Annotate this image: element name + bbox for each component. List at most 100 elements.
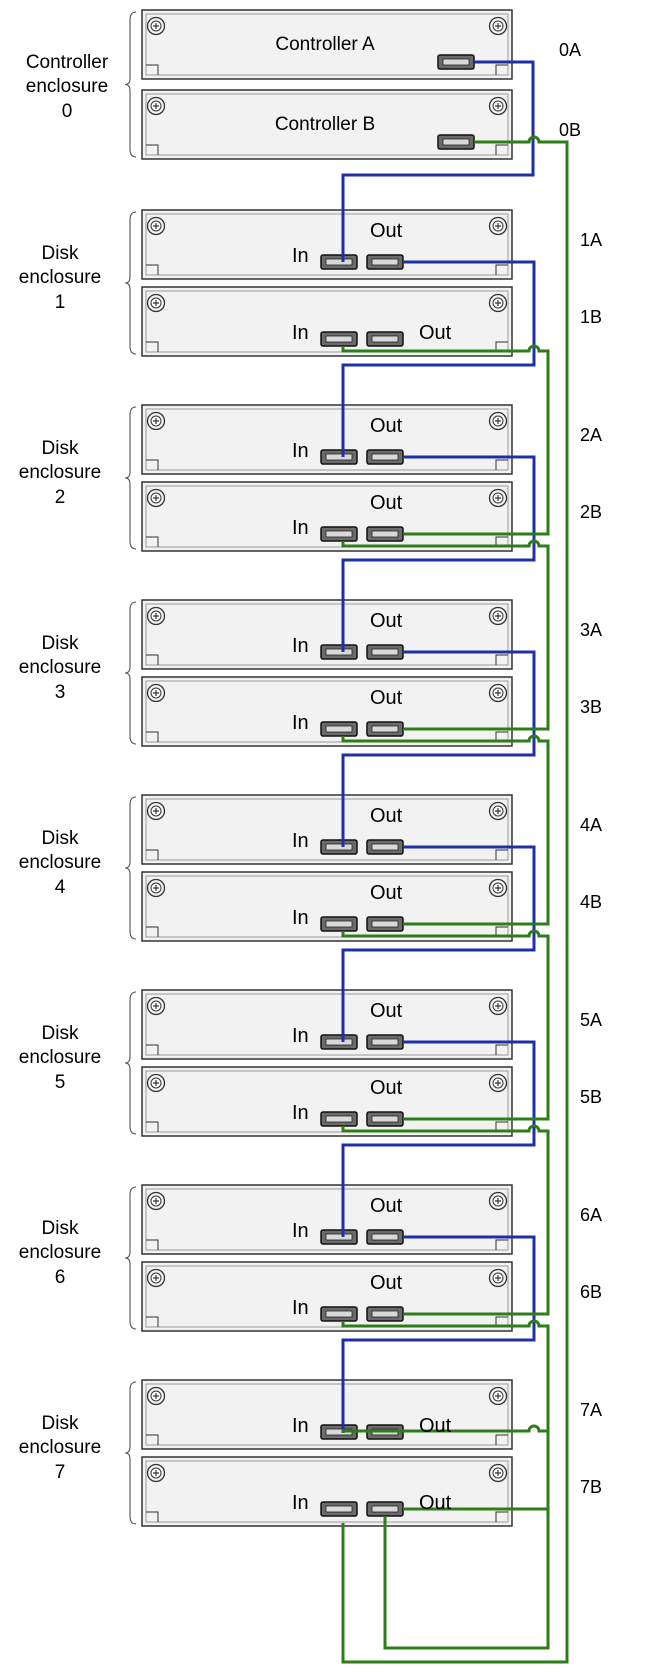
- enclosure-label-line: enclosure: [18, 1047, 102, 1068]
- screw-slot: [153, 223, 159, 229]
- disk-7-b-in-label: In: [292, 1492, 309, 1514]
- disk-7-brace: [124, 1381, 137, 1525]
- enclosure-number: 1: [54, 292, 66, 313]
- screw-slot: [153, 1470, 159, 1476]
- disk-1-a-out-port-socket: [371, 258, 399, 266]
- cable-b-disk-1-to-2: [341, 344, 550, 536]
- enclosure-label-line: Controller: [25, 52, 109, 73]
- enclosure-number: 2: [54, 487, 66, 508]
- disk-1-b-in-port-socket: [325, 335, 353, 343]
- disk-4-b-out-label: Out: [370, 882, 403, 904]
- screw-slot: [153, 495, 159, 501]
- disk-6-a-in-port-socket: [325, 1233, 353, 1241]
- disk-2-b-in-label: In: [292, 517, 309, 539]
- disk-2-brace: [124, 406, 137, 550]
- port-id-6b: 6B: [580, 1282, 603, 1302]
- disk-2-a-out-label: Out: [370, 415, 403, 437]
- cable-b-controller-main: [341, 135, 569, 1664]
- cable-a-disk-3-to-4: [341, 650, 536, 847]
- screw-slot: [495, 223, 501, 229]
- disk-6-brace: [124, 1186, 137, 1330]
- enclosure-label-line: enclosure: [18, 852, 102, 873]
- disk-5-a-in-label: In: [292, 1025, 309, 1047]
- disk-3-a-in-label: In: [292, 635, 309, 657]
- screw-slot: [153, 808, 159, 814]
- disk-7-b-in-port-socket: [325, 1505, 353, 1513]
- screw-slot: [153, 613, 159, 619]
- cable-b-disk-4-to-5: [341, 929, 550, 1121]
- screw-slot: [495, 1275, 501, 1281]
- enclosure-number: 4: [54, 877, 66, 898]
- port-id-2a: 2A: [580, 425, 603, 445]
- enclosure-number: 7: [54, 1462, 66, 1483]
- disk-3-a-out-port-socket: [371, 648, 399, 656]
- disk-7-label: Disk enclosure 7: [0, 1412, 124, 1485]
- disk-5-module-a: [141, 989, 513, 1060]
- enclosure-label-line: Disk: [41, 243, 79, 264]
- enclosure-label-line: enclosure: [18, 657, 102, 678]
- port-id-4a: 4A: [580, 815, 603, 835]
- disk-2-a-in-port-socket: [325, 453, 353, 461]
- screw-slot: [153, 1003, 159, 1009]
- controller-a-title: Controller A: [275, 34, 375, 55]
- disk-6-a-out-port-socket: [371, 1233, 399, 1241]
- enclosure-label-line: enclosure: [18, 1437, 102, 1458]
- disk-4-b-out-port-socket: [371, 920, 399, 928]
- screw-slot: [153, 690, 159, 696]
- screw-slot: [495, 1080, 501, 1086]
- disk-3-b-in-port-socket: [325, 725, 353, 733]
- enclosure-label-line: Disk: [41, 633, 79, 654]
- screw-slot: [495, 103, 501, 109]
- enclosure-number: 0: [61, 101, 73, 122]
- screw-slot: [495, 1003, 501, 1009]
- disk-2-b-in-port-socket: [325, 530, 353, 538]
- disk-3-a-out-label: Out: [370, 610, 403, 632]
- port-id-3a: 3A: [580, 620, 603, 640]
- port-id-6a: 6A: [580, 1205, 603, 1225]
- disk-1-b-out-port-socket: [371, 335, 399, 343]
- disk-5-a-out-port-socket: [371, 1038, 399, 1046]
- disk-7-b-out-port-socket: [371, 1505, 399, 1513]
- disk-3-a-in-port-socket: [325, 648, 353, 656]
- disk-1-b-in-label: In: [292, 322, 309, 344]
- disk-1-a-out-label: Out: [370, 220, 403, 242]
- disk-6-b-in-port-socket: [325, 1310, 353, 1318]
- disk-5-b-out-label: Out: [370, 1077, 403, 1099]
- port-id-7b: 7B: [580, 1477, 603, 1497]
- enclosure-label-line: Disk: [41, 1413, 79, 1434]
- disk-4-a-in-port-socket: [325, 843, 353, 851]
- screw-slot: [153, 1198, 159, 1204]
- cable-a-disk-6-to-7: [341, 1235, 536, 1432]
- disk-6-b-out-label: Out: [370, 1272, 403, 1294]
- disk-7-a-in-label: In: [292, 1415, 309, 1437]
- screw-slot: [495, 1198, 501, 1204]
- disk-1-a-in-port-socket: [325, 258, 353, 266]
- disk-5-a-in-port-socket: [325, 1038, 353, 1046]
- disk-7-a-out-label: Out: [419, 1415, 452, 1437]
- disk-2-b-out-label: Out: [370, 492, 403, 514]
- enclosure-label-line: Disk: [41, 1218, 79, 1239]
- enclosure-label-line: enclosure: [18, 462, 102, 483]
- disk-4-brace: [124, 796, 137, 940]
- port-id-0b: 0B: [559, 120, 582, 140]
- controller-a-port-socket: [442, 58, 470, 66]
- disk-3-b-out-port-socket: [371, 725, 399, 733]
- cable-a-disk-2-to-3: [341, 455, 536, 652]
- screw-slot: [153, 1393, 159, 1399]
- cable-a-controller-to-disk-1: [341, 60, 535, 262]
- disk-1-a-in-label: In: [292, 245, 309, 267]
- controller-enclosure-brace: [124, 11, 137, 158]
- cable-a-disk-5-to-6: [341, 1040, 536, 1237]
- controller-a-module: [141, 9, 513, 80]
- port-id-7a: 7A: [580, 1400, 603, 1420]
- screw-slot: [495, 300, 501, 306]
- disk-5-a-out-label: Out: [370, 1000, 403, 1022]
- port-id-3b: 3B: [580, 697, 603, 717]
- enclosure-number: 6: [54, 1267, 66, 1288]
- screw-slot: [495, 23, 501, 29]
